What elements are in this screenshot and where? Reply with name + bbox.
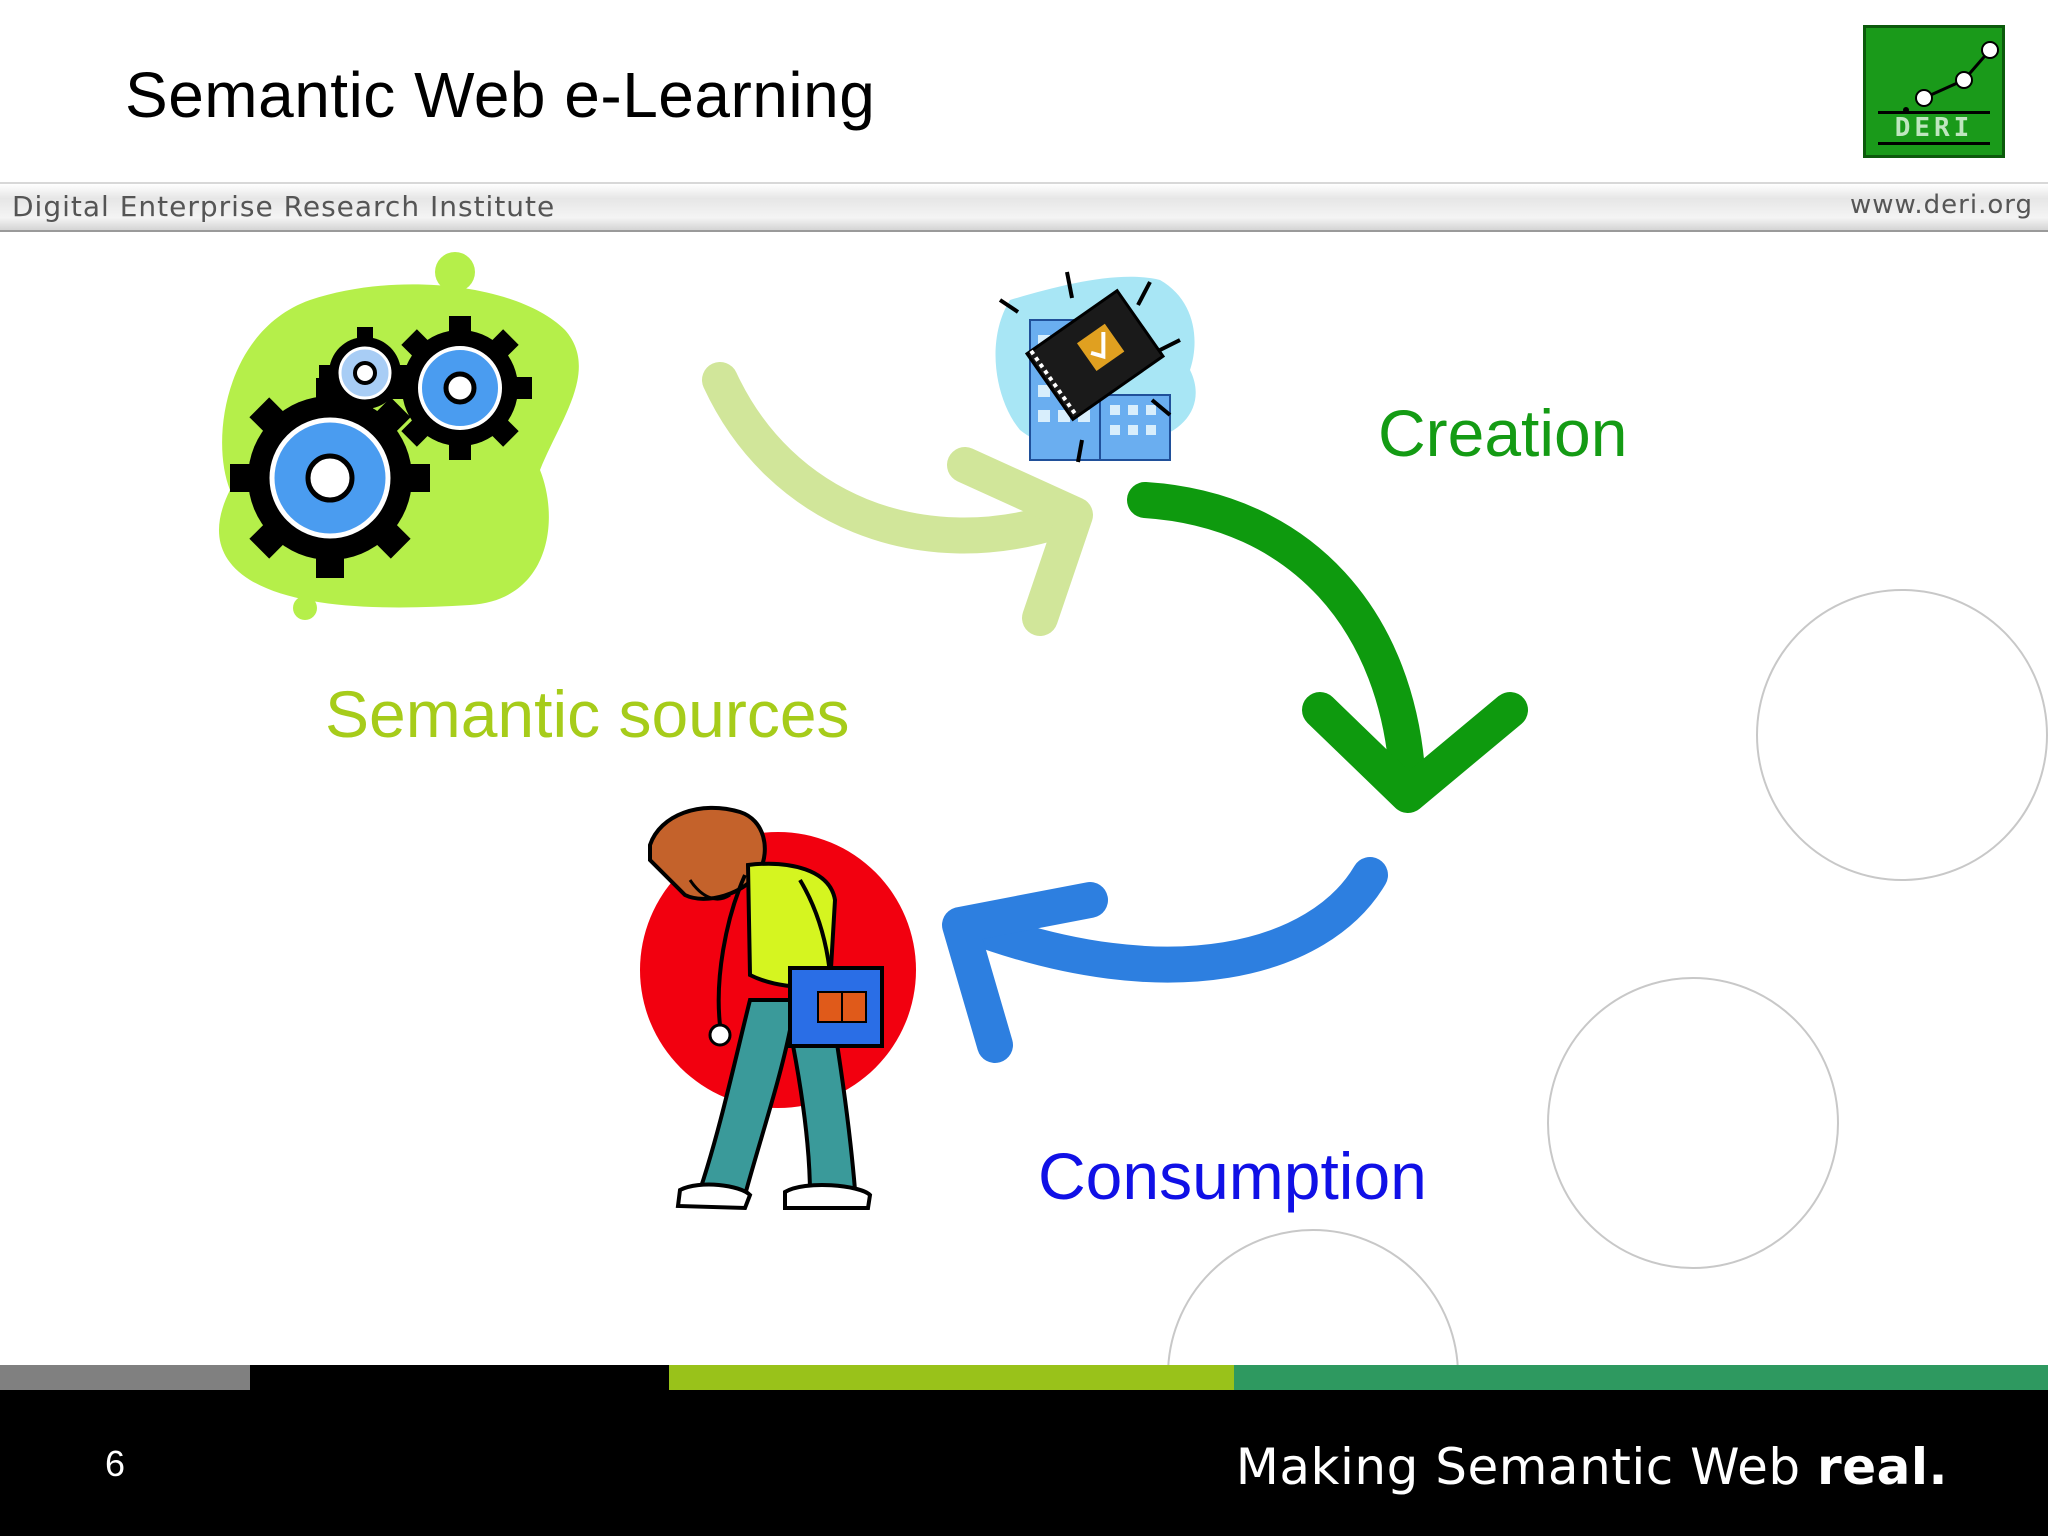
building-book-icon <box>995 271 1196 463</box>
footer-strip-black <box>250 1365 669 1390</box>
consumption-label: Consumption <box>1038 1139 1427 1213</box>
logo-text: DERI <box>1878 111 1990 145</box>
footer-strip-green <box>1234 1365 2048 1390</box>
tagline-regular: Making Semantic Web <box>1235 1438 1818 1496</box>
deri-logo: DERI <box>1863 25 2005 158</box>
student-icon <box>640 805 916 1211</box>
gears-icon <box>218 252 579 620</box>
header-band <box>0 182 2048 232</box>
slide-title: Semantic Web e-Learning <box>125 59 876 131</box>
page-number: 6 <box>105 1443 126 1484</box>
footer-bar <box>0 1390 2048 1536</box>
footer-strip-lime <box>669 1365 1234 1390</box>
creation-label: Creation <box>1378 396 1628 470</box>
website-url: www.deri.org <box>1850 190 2033 220</box>
tagline-bold: real. <box>1817 1438 1948 1496</box>
semantic-sources-label: Semantic sources <box>325 677 850 751</box>
tagline: Making Semantic Web real. <box>1236 1438 1948 1496</box>
header-divider <box>0 230 2048 232</box>
footer-strip-gray <box>0 1365 250 1390</box>
institute-name: Digital Enterprise Research Institute <box>12 190 556 223</box>
arrow-sources-to-creation <box>702 362 1093 636</box>
arrow-creation-to-consumption <box>1127 482 1528 813</box>
molecule-icon <box>1903 41 1999 113</box>
arrow-consumption-to-student <box>942 857 1388 1063</box>
